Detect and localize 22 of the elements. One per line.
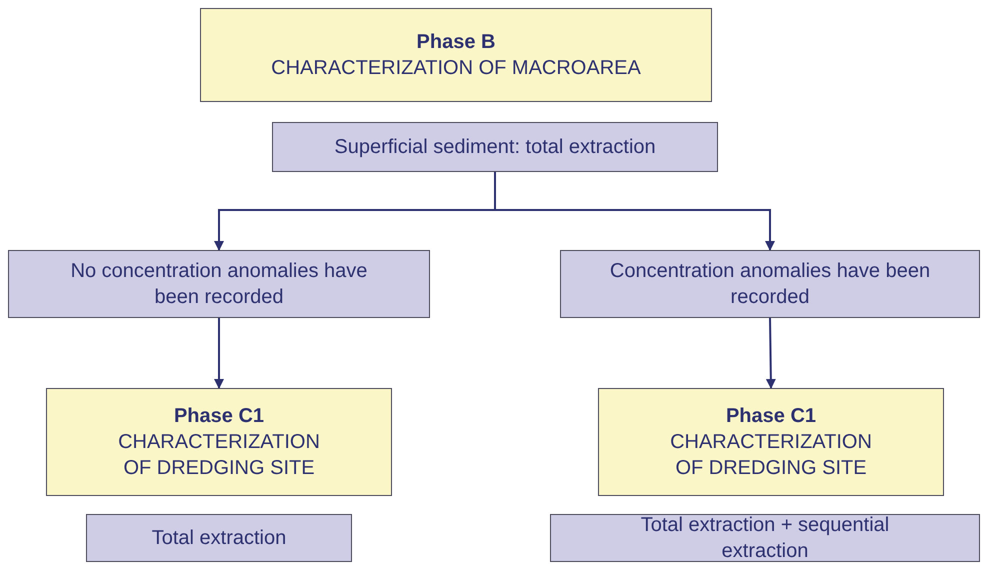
box-text: CHARACTERIZATION OF DREDGING SITE — [117, 430, 321, 481]
process-box — [86, 514, 352, 562]
box-text: CHARACTERIZATION OF MACROAREA — [271, 56, 641, 81]
phase-box — [200, 8, 712, 102]
process-box — [560, 250, 980, 318]
process-box — [8, 250, 430, 318]
process-box — [550, 514, 980, 562]
box-text: Concentration anomalies have been recorded — [608, 259, 932, 310]
box-text: CHARACTERIZATION OF DREDGING SITE — [669, 430, 873, 481]
box-heading: Phase C1 — [174, 404, 264, 429]
box-text: Superficial sediment: total extraction — [334, 135, 656, 160]
arrow — [214, 318, 224, 389]
box-text: Total extraction + sequential extraction — [640, 513, 890, 564]
arrow — [766, 318, 776, 389]
box-heading: Phase B — [416, 30, 496, 55]
phase-box — [46, 388, 392, 496]
phase-box — [598, 388, 944, 496]
process-box — [272, 122, 718, 172]
box-text: No concentration anomalies have been recorded — [70, 259, 368, 310]
arrow — [494, 172, 775, 251]
box-heading: Phase C1 — [726, 404, 816, 429]
box-text: Total extraction — [152, 526, 286, 551]
